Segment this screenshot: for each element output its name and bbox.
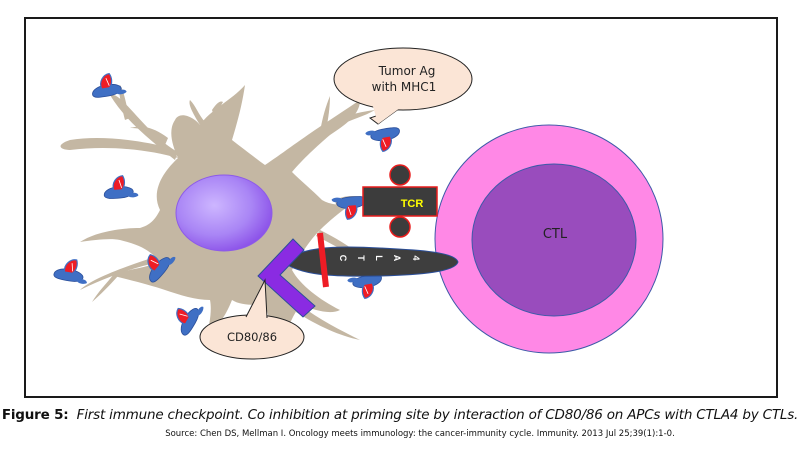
ctla4-body <box>282 246 459 277</box>
mhc1-antigen <box>346 272 386 302</box>
tcr-receptor: TCR <box>362 164 438 238</box>
tumor-ag-label-line2: with MHC1 <box>372 80 437 94</box>
apc-dendrite <box>189 100 205 125</box>
apc-dendrite <box>212 101 223 116</box>
ctla4-letter: A <box>392 255 402 262</box>
apc-dendrite <box>92 274 118 302</box>
tcr-label: TCR <box>401 198 424 210</box>
figure-label: Figure 5: <box>1 407 69 423</box>
tcr-body <box>362 186 438 217</box>
ctl-nucleus <box>471 163 637 317</box>
ctla4-receptor: C T L A 4 <box>282 246 459 277</box>
figure-source: Source: Chen DS, Mellman I. Oncology mee… <box>165 429 675 439</box>
apc-dendrite <box>130 126 168 145</box>
apc-dendrite <box>60 137 178 158</box>
tumor-ag-callout: Tumor Ag with MHC1 <box>333 47 473 125</box>
tcr-bottom-knob <box>389 216 411 238</box>
apc-dendrite <box>296 305 360 340</box>
ctla4-letter: L <box>374 255 384 261</box>
cd80-86-label: CD80/86 <box>227 330 277 344</box>
ctla4-letter: T <box>356 255 366 261</box>
apc-dendrite <box>320 96 330 132</box>
apc-nucleus <box>175 174 273 252</box>
figure-caption: Figure 5: First immune checkpoint. Co in… <box>0 407 800 423</box>
ctl-label: CTL <box>543 227 568 242</box>
mhc1-antigen <box>167 295 206 338</box>
ctl-cell: CTL <box>434 124 664 354</box>
apc-dendrite <box>80 256 160 290</box>
cd80-86-callout: CD80/86 <box>199 278 305 360</box>
ctla4-letter: C <box>338 255 348 262</box>
mhc1-antigen <box>102 173 140 201</box>
mhc1-antigen <box>364 125 404 155</box>
apc-dendrite <box>335 110 375 126</box>
tumor-ag-label-line1: Tumor Ag <box>378 64 436 78</box>
figure-text: First immune checkpoint. Co inhibition a… <box>76 407 799 423</box>
mhc1-antigen <box>52 255 92 286</box>
inhibition-bar <box>317 232 329 288</box>
tcr-top-knob <box>389 164 411 186</box>
ctla4-letter: 4 <box>411 255 421 260</box>
cd80-86-receptor <box>257 238 316 318</box>
